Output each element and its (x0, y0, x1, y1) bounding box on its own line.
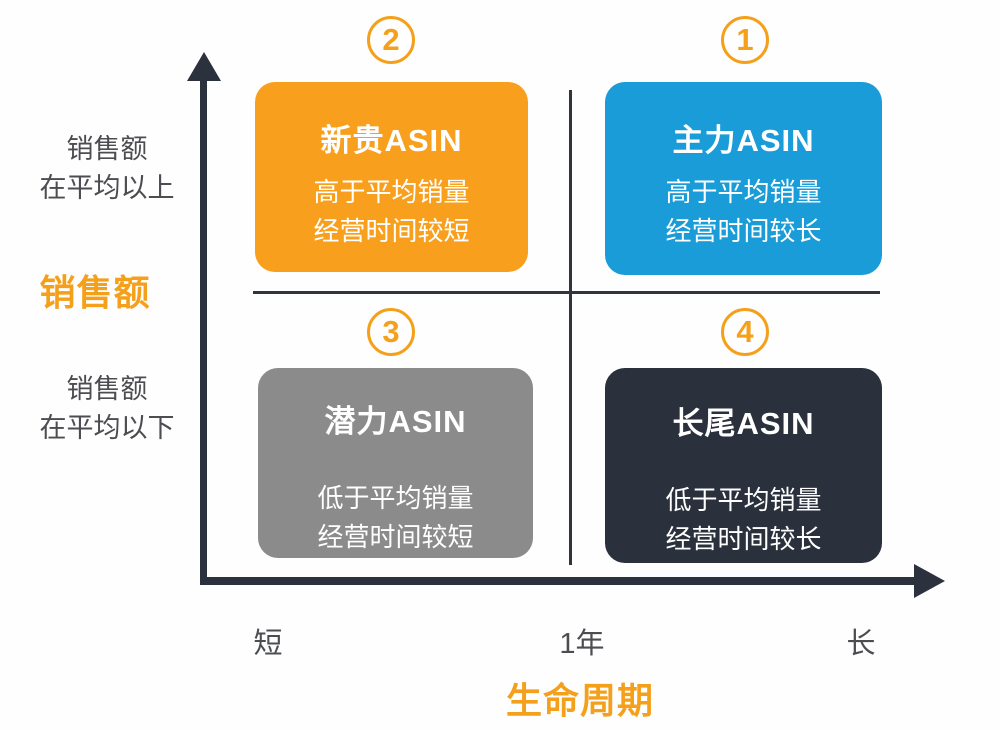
quadrant-2-number: 2 (382, 22, 400, 57)
quadrant-2-number-badge: 2 (367, 16, 415, 64)
y-label-below-average: 销售额 在平均以下 (22, 370, 192, 448)
quadrant-box-main-asin: 主力ASIN 高于平均销量 经营时间较长 (605, 82, 882, 275)
quadrant-desc-line: 低于平均销量 (665, 485, 822, 515)
quadrant-title: 主力ASIN (672, 123, 815, 158)
y-axis-title: 销售额 (39, 272, 151, 313)
quadrant-title: 新贵ASIN (320, 123, 463, 158)
x-tick-short: 短 (253, 628, 283, 660)
quadrant-desc-line: 高于平均销量 (313, 177, 470, 207)
y-label-line: 销售额 (66, 134, 148, 164)
y-axis-line (200, 78, 207, 585)
quadrant-4-number-badge: 4 (721, 308, 769, 356)
x-axis-title: 生命周期 (505, 680, 654, 721)
x-axis-line (200, 577, 916, 585)
quadrant-3-number: 3 (382, 314, 400, 349)
quadrant-desc-line: 经营时间较短 (317, 522, 474, 552)
quadrant-title: 长尾ASIN (672, 406, 815, 441)
quadrant-divider-horizontal (253, 291, 880, 294)
quadrant-desc-line: 经营时间较短 (313, 216, 470, 246)
quadrant-1-number-badge: 1 (721, 16, 769, 64)
quadrant-desc-line: 经营时间较长 (665, 216, 822, 246)
quadrant-box-rising-asin: 新贵ASIN 高于平均销量 经营时间较短 (255, 82, 528, 272)
y-axis-arrowhead-icon (187, 52, 221, 81)
quadrant-1-number: 1 (736, 22, 754, 57)
y-label-line: 在平均以上 (39, 173, 175, 203)
x-tick-1-year: 1年 (559, 628, 605, 660)
quadrant-3-number-badge: 3 (367, 308, 415, 356)
x-axis-arrowhead-icon (914, 564, 945, 598)
y-label-above-average: 销售额 在平均以上 (22, 130, 192, 208)
quadrant-box-potential-asin: 潜力ASIN 低于平均销量 经营时间较短 (258, 368, 533, 558)
quadrant-box-longtail-asin: 长尾ASIN 低于平均销量 经营时间较长 (605, 368, 882, 563)
quadrant-title: 潜力ASIN (324, 404, 467, 439)
x-tick-long: 长 (846, 628, 876, 660)
quadrant-desc-line: 低于平均销量 (317, 483, 474, 513)
quadrant-4-number: 4 (736, 314, 754, 349)
y-label-line: 销售额 (66, 374, 148, 404)
quadrant-divider-vertical (569, 90, 572, 565)
quadrant-desc-line: 经营时间较长 (665, 524, 822, 554)
y-label-line: 在平均以下 (39, 413, 175, 443)
quadrant-desc-line: 高于平均销量 (665, 177, 822, 207)
